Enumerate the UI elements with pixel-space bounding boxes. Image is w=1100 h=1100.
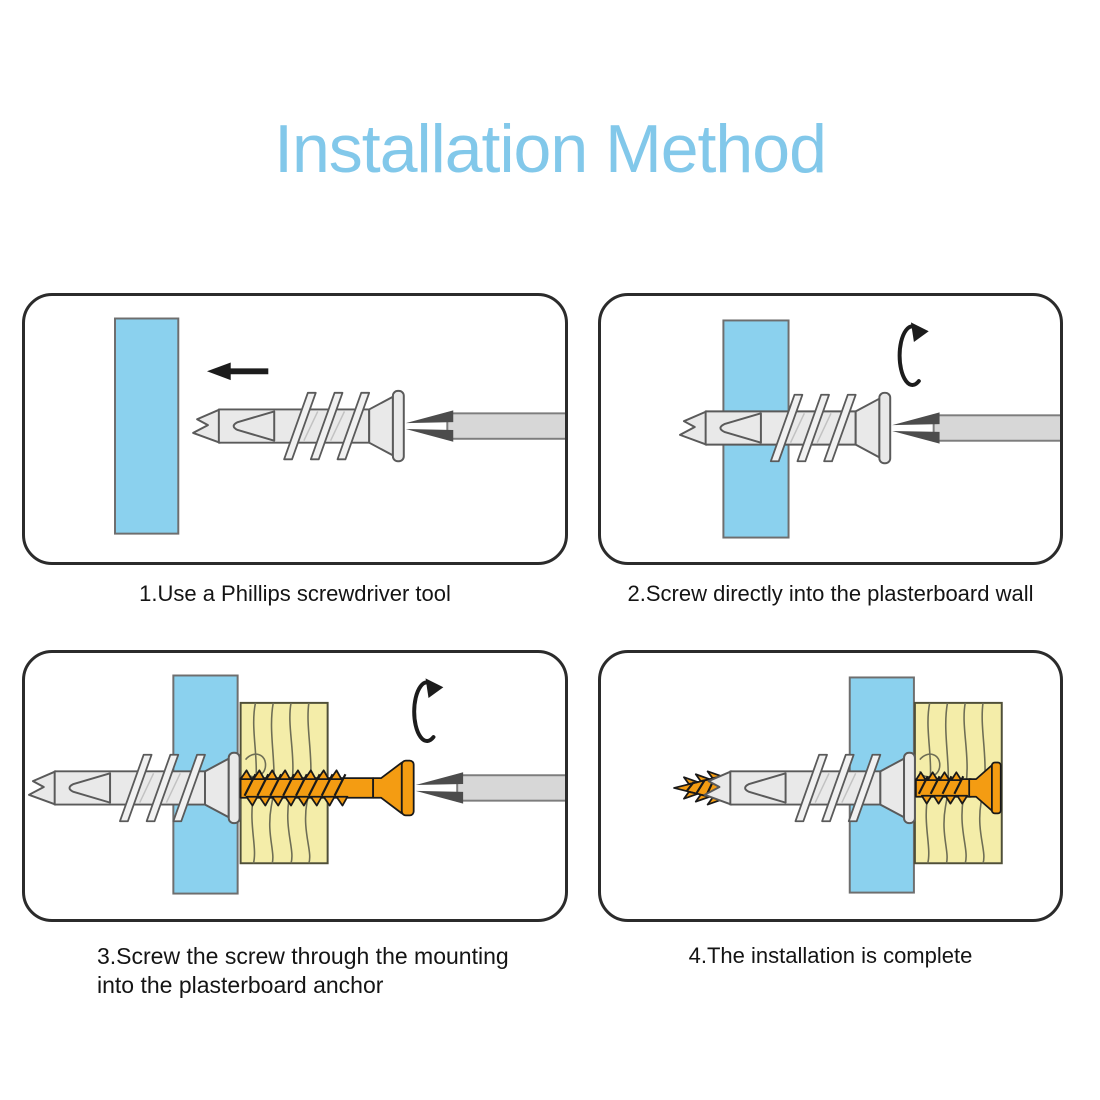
rotate-clockwise-icon — [897, 320, 931, 387]
step-caption: 4.The installation is complete — [688, 943, 973, 968]
mounting-screw — [239, 759, 415, 817]
step-caption: 3.Screw the screw through the mounting i… — [97, 943, 509, 998]
step-3-panel — [22, 650, 568, 922]
step-1-illustration — [114, 317, 565, 535]
plasterboard-anchor — [192, 389, 405, 463]
step-caption: 2.Screw directly into the plasterboard w… — [627, 581, 1034, 606]
page-title: Installation Method — [274, 111, 827, 187]
phillips-screwdriver — [404, 409, 565, 443]
step-3-illustration — [27, 674, 565, 895]
plasterboard-wall — [114, 317, 180, 535]
arrow-left-icon — [206, 362, 269, 381]
step-2-panel — [598, 293, 1063, 565]
step-caption: 1.Use a Phillips screwdriver tool — [139, 581, 451, 606]
phillips-screwdriver — [414, 771, 565, 805]
step-4-illustration — [672, 676, 1003, 894]
phillips-screwdriver — [891, 411, 1060, 445]
mounting-screw-installed — [914, 761, 1002, 815]
step-4-panel — [598, 650, 1063, 922]
step-2-illustration — [678, 319, 1060, 539]
step-1-panel — [22, 293, 568, 565]
rotate-clockwise-icon — [412, 676, 446, 743]
